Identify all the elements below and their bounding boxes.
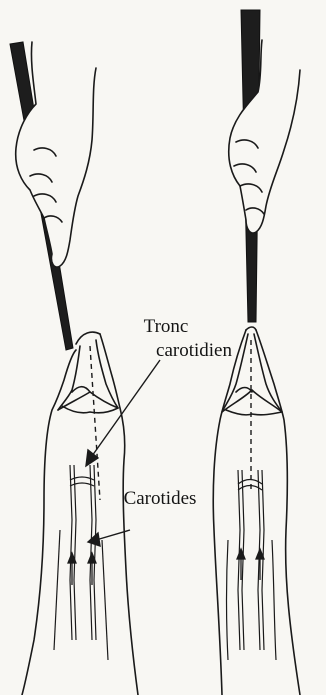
label-carotides: Carotides bbox=[124, 488, 197, 509]
label-tronc: Tronc bbox=[144, 316, 189, 337]
left-head-icon bbox=[22, 332, 138, 695]
right-hand-icon bbox=[229, 40, 300, 233]
right-head-icon bbox=[213, 327, 300, 695]
right-carotid-vessels bbox=[227, 470, 277, 660]
left-figure bbox=[10, 42, 160, 695]
right-flow-arrows bbox=[237, 549, 264, 580]
label-carotidien: carotidien bbox=[156, 340, 232, 361]
label-arrows bbox=[86, 360, 160, 546]
left-flow-arrows bbox=[68, 553, 96, 585]
